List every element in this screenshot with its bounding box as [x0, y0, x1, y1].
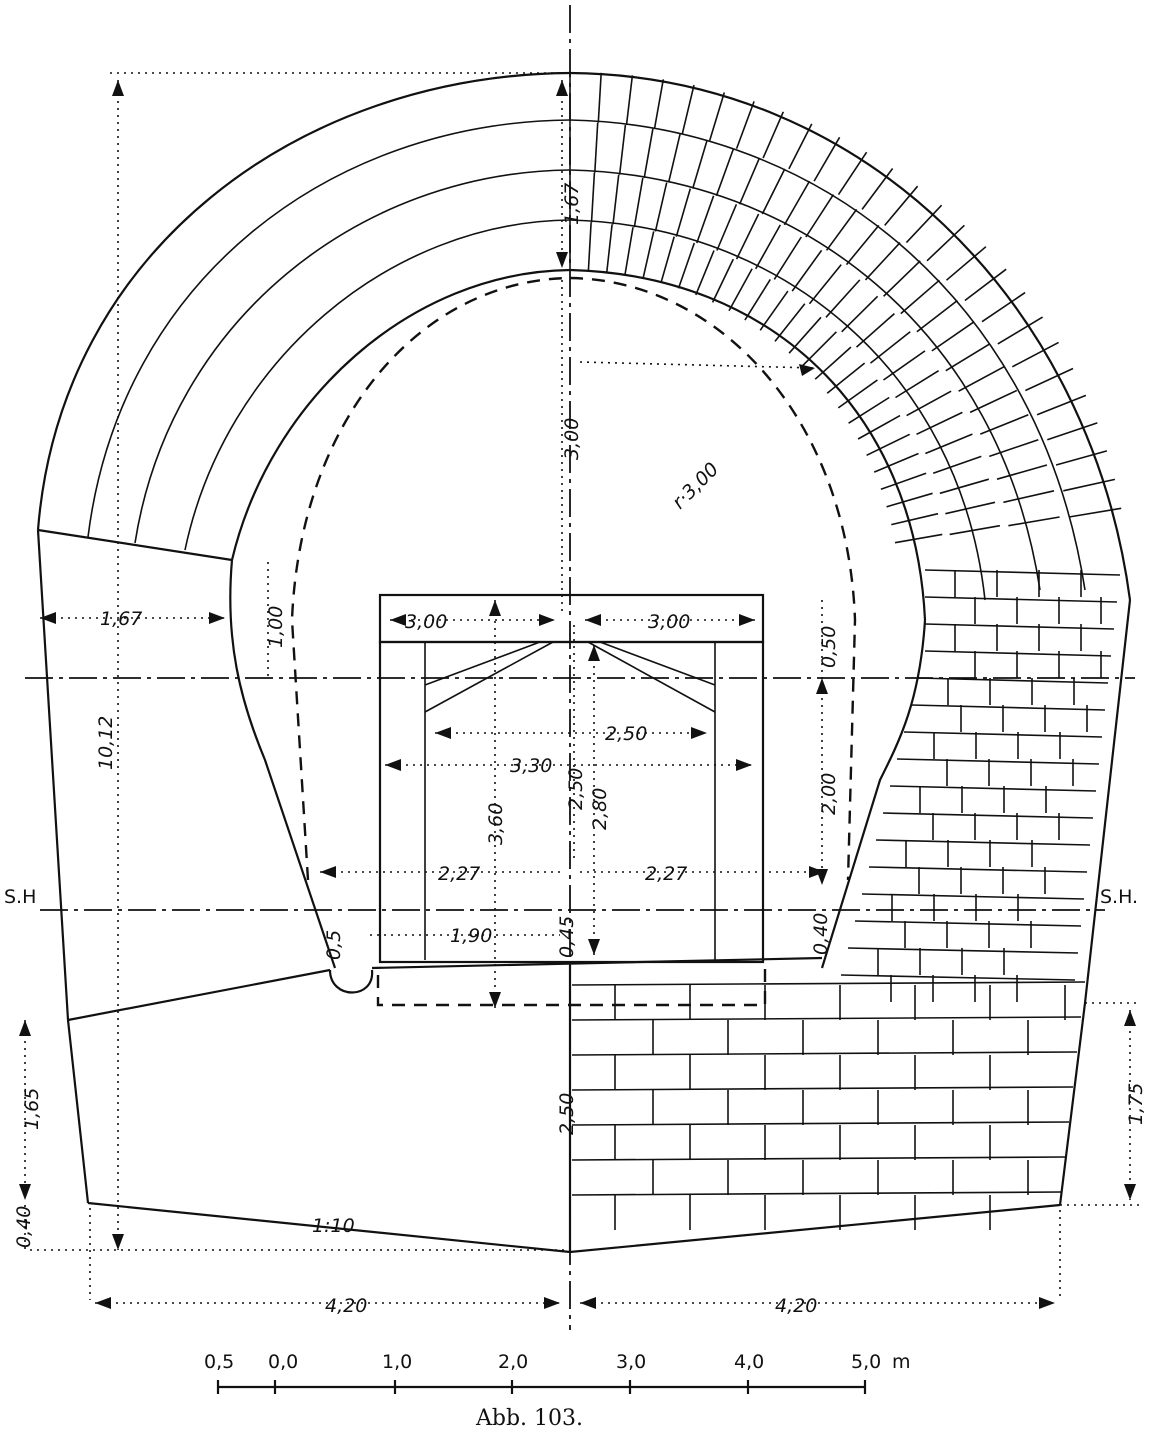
- arch-outline: [36, 71, 1132, 621]
- dim-inner-190: 1,90: [450, 925, 492, 947]
- dim-left-abutment: 1,67: [100, 608, 142, 630]
- scale-unit: m: [892, 1351, 911, 1373]
- masonry-courses: [571, 569, 1121, 1230]
- dim-left-040: 0,40: [13, 1206, 35, 1248]
- voussoir-joints: [569, 72, 1122, 544]
- scale-tick-1: 0,0: [268, 1351, 298, 1373]
- dim-foundation-height: 2,50: [556, 1093, 578, 1135]
- dim-left-165: 1,65: [21, 1088, 43, 1130]
- dim-gutter-05: 0,5: [323, 930, 345, 960]
- dim-slope: 1:10: [312, 1215, 355, 1237]
- scale-tick-6: 5,0: [851, 1351, 881, 1373]
- scale-bar: 0,5 0,0 1,0 2,0 3,0 4,0 5,0 m: [204, 1351, 911, 1394]
- dimension-lines: [24, 72, 1140, 1304]
- sh-label-left: S.H: [4, 886, 36, 908]
- dim-crown-rise: 3,00: [561, 418, 583, 460]
- dim-side-step: 1,00: [265, 606, 287, 648]
- dim-right-050: 0,50: [818, 626, 840, 668]
- dim-half-base-left: 4,20: [325, 1295, 367, 1317]
- dim-total-height: 10,12: [95, 716, 117, 770]
- scale-tick-0: 0,5: [204, 1351, 234, 1373]
- sh-label-right: S.H.: [1100, 886, 1138, 908]
- dimension-arrows: [19, 80, 1136, 1309]
- dim-arch-thickness: 1,67: [561, 183, 583, 225]
- dim-right-200: 2,00: [818, 773, 840, 815]
- dim-height-250: 2,50: [565, 768, 587, 810]
- axes: [25, 5, 1135, 1330]
- side-walls: [36, 528, 1132, 1254]
- scale-tick-3: 2,0: [498, 1351, 528, 1373]
- dim-half-base-right: 4,20: [775, 1295, 817, 1317]
- dim-half-span-right: 3,00: [648, 611, 690, 633]
- dim-frame-height: 3,60: [485, 803, 507, 845]
- dim-sh-right-227: 2,27: [645, 863, 687, 885]
- dimension-labels: S.H S.H. 10,12 1,67 3,00 r·3,00 1,67 1,0…: [4, 183, 1147, 1317]
- scale-tick-5: 4,0: [734, 1351, 764, 1373]
- dim-half-span-left: 3,00: [405, 611, 447, 633]
- scale-tick-2: 1,0: [382, 1351, 412, 1373]
- figure-caption: Abb. 103.: [475, 1406, 583, 1431]
- dim-right-040: 0,40: [810, 913, 832, 955]
- dim-frame-inner: 2,50: [605, 723, 647, 745]
- clearance-profile: [290, 276, 857, 1007]
- dim-small-045: 0,45: [556, 916, 578, 958]
- dim-frame-width: 3,30: [510, 755, 552, 777]
- arch-rings-right: [569, 119, 1086, 601]
- scale-tick-4: 3,0: [616, 1351, 646, 1373]
- dim-right-175: 1,75: [1125, 1083, 1147, 1125]
- dim-radius: r·3,00: [668, 458, 723, 513]
- dim-height-280: 2,80: [589, 788, 611, 830]
- dim-sh-left-227: 2,27: [438, 863, 480, 885]
